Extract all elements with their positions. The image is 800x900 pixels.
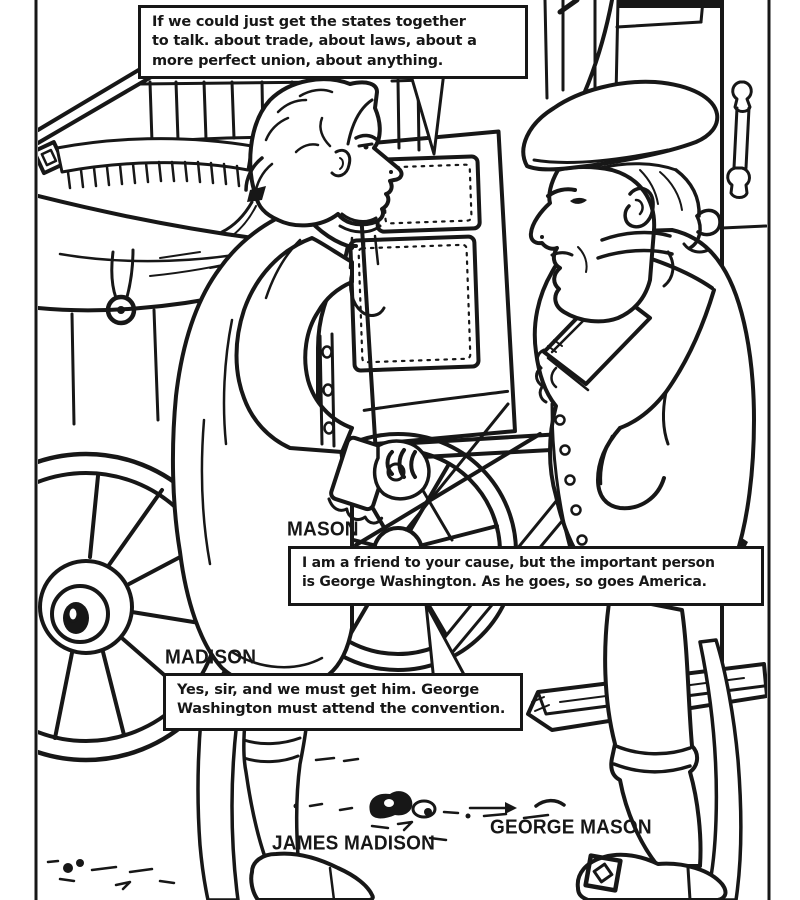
mason-ear bbox=[623, 186, 655, 229]
fringed-canopy bbox=[55, 137, 254, 190]
caption-george-mason: GEORGE MASON bbox=[490, 816, 652, 839]
mason-sleeve bbox=[618, 288, 716, 430]
arrow-right-icon bbox=[468, 799, 518, 817]
madison-queue-ribbon bbox=[220, 156, 274, 237]
carriage-door-panels bbox=[348, 129, 517, 447]
mason-coat-edge bbox=[550, 402, 572, 550]
bubble-tail-madison-top bbox=[408, 70, 446, 156]
madison-shoe bbox=[249, 851, 375, 900]
door-hinge bbox=[726, 80, 753, 199]
mason-neck-scarf bbox=[596, 230, 675, 288]
madison-eyebrow bbox=[354, 133, 378, 141]
figure-george-mason bbox=[521, 79, 756, 900]
figure-james-madison bbox=[170, 77, 431, 900]
speech-bubble-mason: I am a friend to your cause, but the imp… bbox=[288, 546, 764, 606]
mason-hat bbox=[521, 79, 720, 172]
mason-buckled-shoe bbox=[575, 852, 728, 900]
madison-fist bbox=[372, 439, 431, 501]
speech-bubble-madison-top: If we could just get the states together… bbox=[138, 5, 528, 80]
madison-sleeve bbox=[234, 236, 354, 454]
madison-eye bbox=[363, 144, 369, 150]
madison-head bbox=[248, 77, 404, 228]
mason-hair-bow bbox=[682, 208, 722, 254]
ground-pebbles bbox=[46, 756, 566, 891]
mason-eye bbox=[570, 197, 587, 204]
speaker-label-mason: MASON bbox=[287, 518, 359, 541]
caption-james-madison: JAMES MADISON bbox=[272, 832, 436, 855]
madison-back-leg bbox=[196, 674, 244, 900]
madison-cuff bbox=[327, 435, 392, 525]
strap-ring bbox=[105, 294, 137, 326]
madison-ear bbox=[330, 148, 352, 178]
madison-cravat bbox=[338, 212, 386, 317]
mason-hand bbox=[535, 348, 558, 404]
speech-bubble-madison-lower: Yes, sir, and we must get him. George Wa… bbox=[163, 673, 523, 731]
speaker-label-madison: MADISON bbox=[165, 646, 257, 669]
